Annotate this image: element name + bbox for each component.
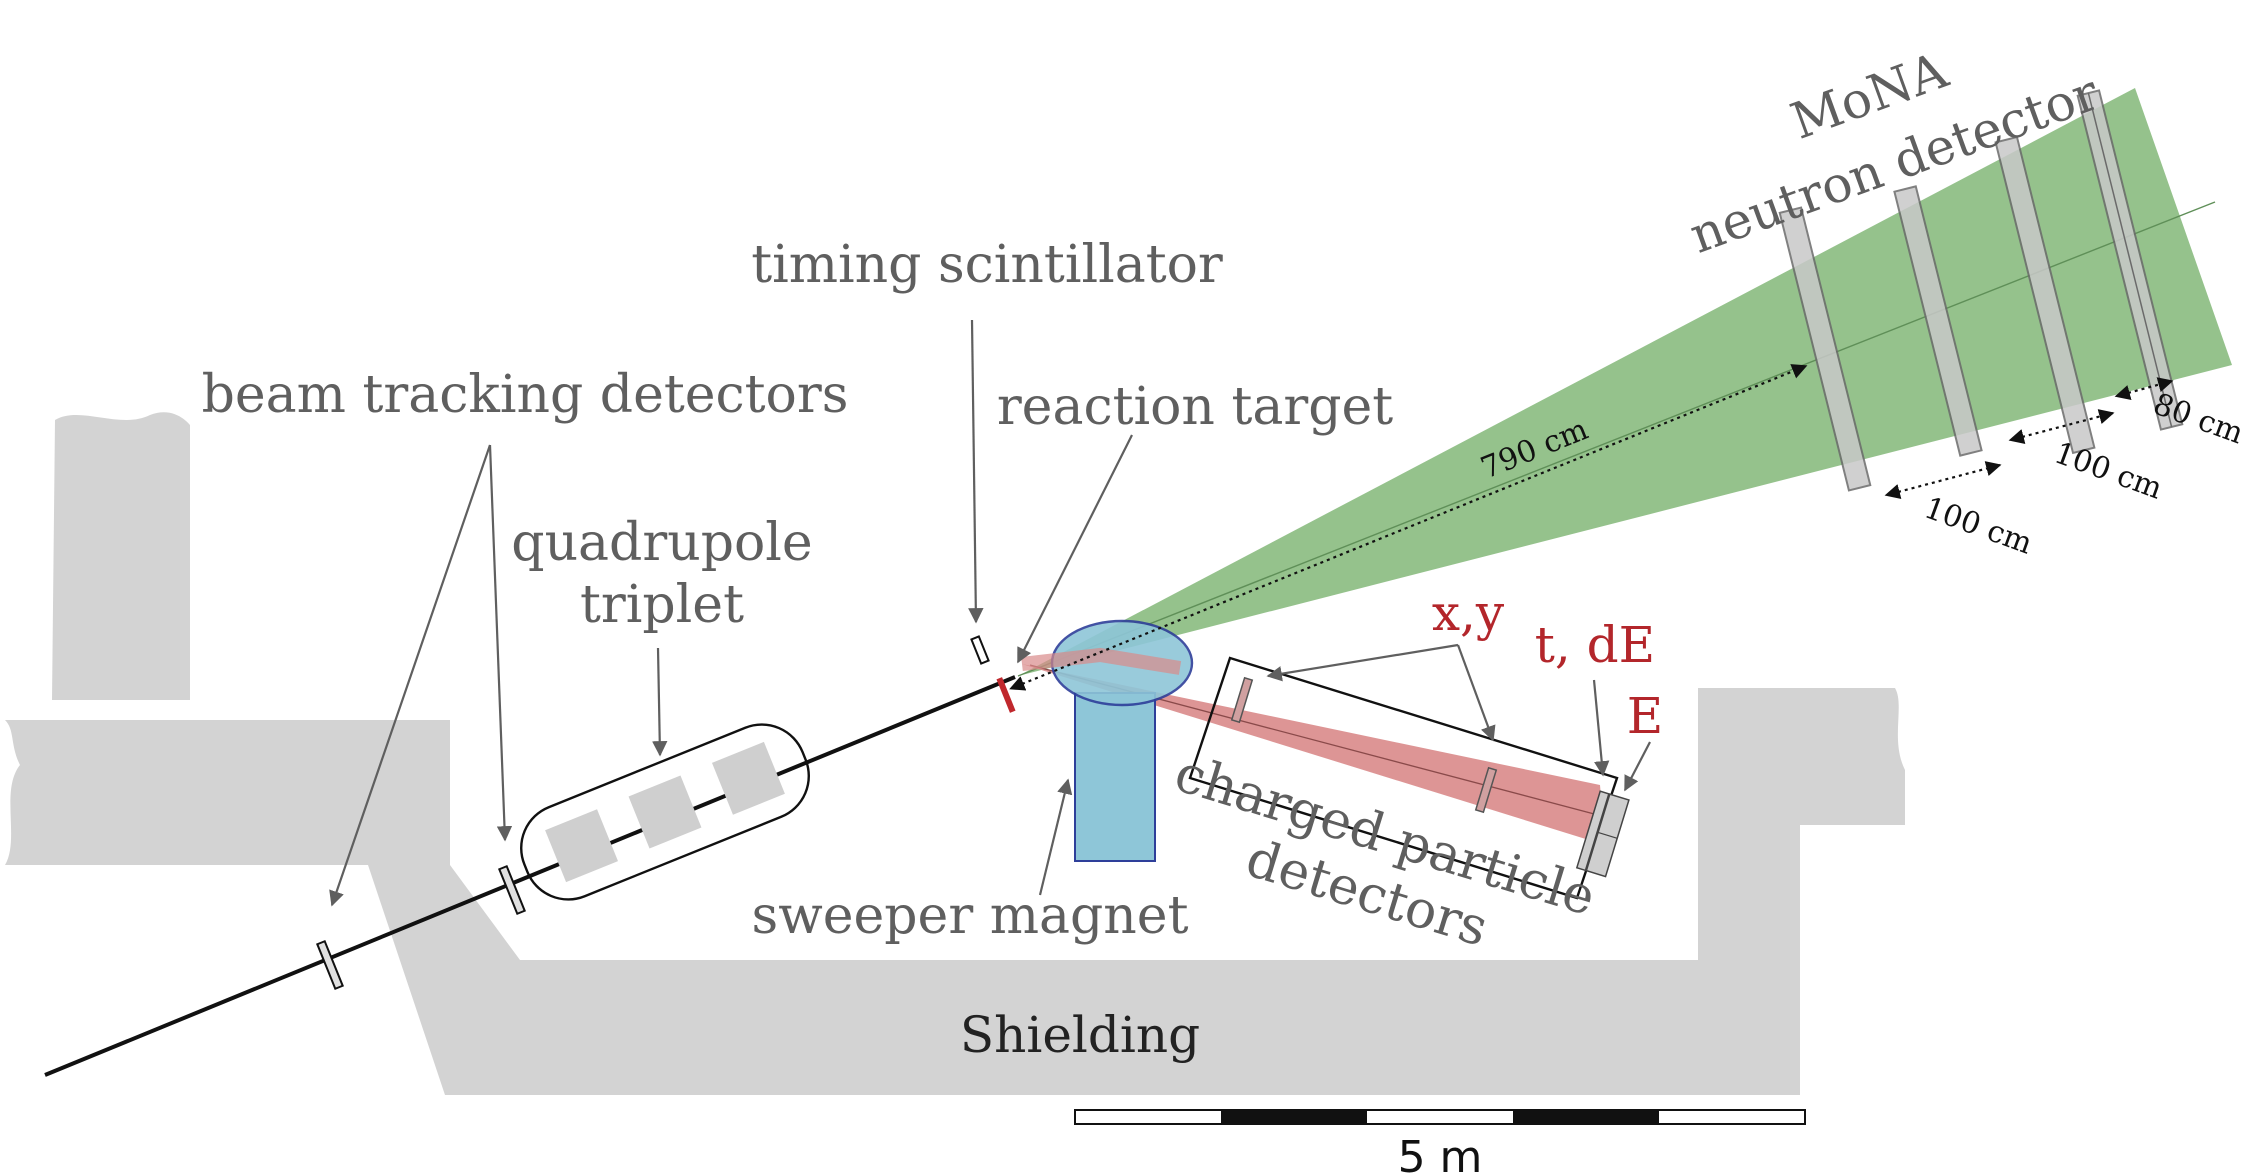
shielding-left-pillar <box>52 412 190 700</box>
mona-wall-2 <box>1893 185 1983 457</box>
mona-wall-4 <box>2076 89 2184 431</box>
beam-tracking-detectors-label: beam tracking detectors <box>202 365 849 425</box>
callout-arrows <box>329 319 1651 907</box>
t-de-label: t, dE <box>1535 616 1655 674</box>
dimension-100b-label: 100 cm <box>2050 435 2167 506</box>
quadrupole-label: quadrupole <box>511 513 812 573</box>
quadrupole-3 <box>711 741 785 815</box>
ion-chamber-and-scintillator <box>1575 790 1630 878</box>
dimension-80-label: 80 cm <box>2149 387 2248 452</box>
scale-bar <box>1074 1109 1806 1125</box>
mona-wall-1 <box>1778 206 1872 492</box>
scale-segment-1 <box>1221 1110 1367 1124</box>
e-label: E <box>1627 687 1664 745</box>
reaction-target-element <box>996 677 1016 713</box>
scale-segment-2 <box>1513 1110 1659 1124</box>
sweeper-magnet-shape <box>1021 619 1194 862</box>
quadrupole-1 <box>545 809 619 883</box>
shielding-walls <box>5 412 1905 1095</box>
quadrupole-2 <box>628 775 702 849</box>
shielding-label: Shielding <box>960 1006 1200 1064</box>
mona-wall-3 <box>1994 135 2096 455</box>
shielding-left-ledge <box>5 720 450 865</box>
shielding-floor <box>368 688 1905 1095</box>
xy-label: x,y <box>1432 584 1505 642</box>
timing-scintillator-element <box>970 635 990 665</box>
triplet-label: triplet <box>580 575 744 635</box>
quadrupole-triplet <box>520 723 810 901</box>
scale-bar-label: 5 m <box>1398 1132 1483 1175</box>
reaction-target-label: reaction target <box>997 377 1393 437</box>
timing-scintillator-label: timing scintillator <box>751 235 1223 295</box>
fragment-fan <box>1022 664 1605 845</box>
dimension-100a-arrow <box>1884 461 2002 500</box>
dimension-100b-arrow <box>2008 409 2115 445</box>
beam-tracking-detector-2 <box>497 864 527 916</box>
mona-detector-walls <box>1778 89 2184 492</box>
dimension-790-arrow <box>1009 364 1808 691</box>
sweeper-magnet-label: sweeper magnet <box>752 886 1189 946</box>
dimension-100a-label: 100 cm <box>1920 490 2037 561</box>
dimension-80-arrow <box>2114 377 2174 401</box>
crdc-2 <box>1474 766 1498 814</box>
beam-tracking-detector-1 <box>315 939 345 991</box>
